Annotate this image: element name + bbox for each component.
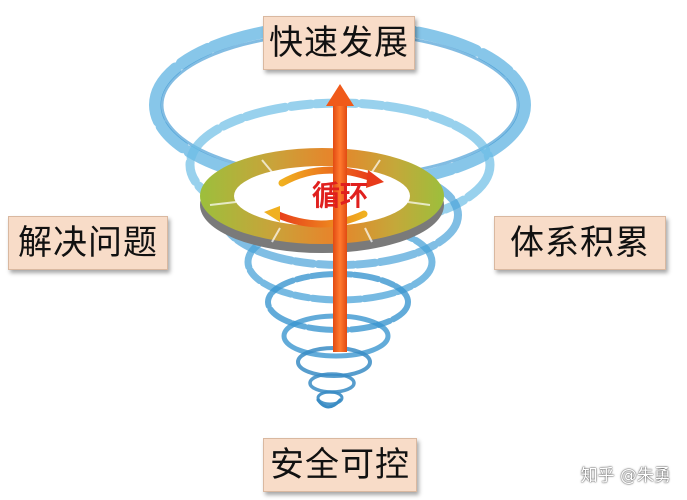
label-system-accumulation: 体系积累 [494, 216, 666, 270]
cycle-arrows [264, 166, 384, 228]
upward-arrow [326, 84, 354, 352]
label-solve-problems: 解决问题 [8, 216, 168, 270]
label-safe-controllable: 安全可控 [263, 438, 417, 492]
center-label: 循环 [312, 179, 368, 212]
cycle-ring [200, 148, 444, 253]
watermark: 知乎 @朱勇 [580, 466, 671, 486]
label-fast-development: 快速发展 [263, 16, 415, 70]
